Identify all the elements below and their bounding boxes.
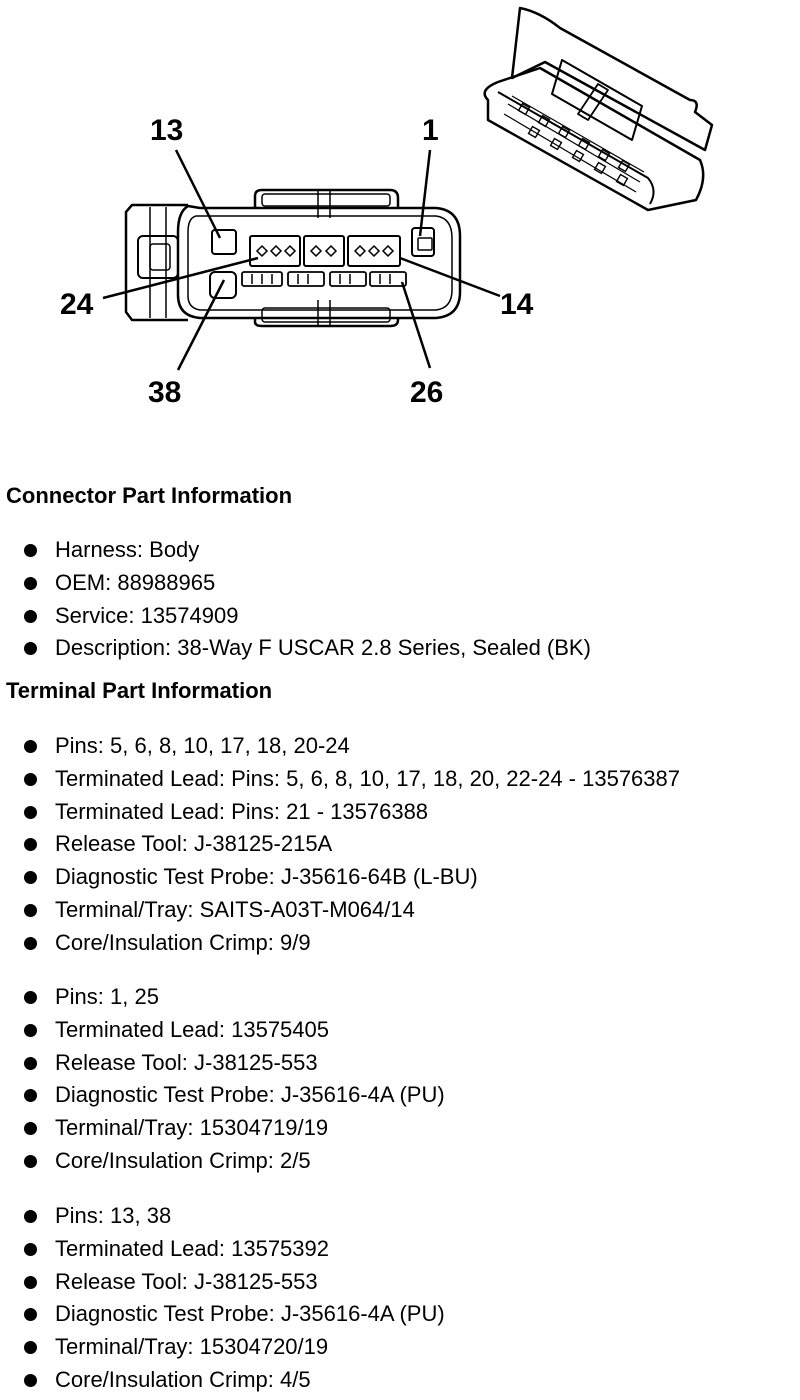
leader-lines — [102, 149, 501, 371]
bullet-icon — [24, 1341, 37, 1355]
list-item-text: Diagnostic Test Probe: J-35616-64B (L-BU… — [55, 864, 478, 890]
bullet-icon — [24, 838, 37, 852]
connector-diagram: 13 1 24 14 38 26 — [60, 6, 714, 409]
list-item-text: Harness: Body — [55, 537, 200, 562]
pin-14-callout: 14 — [500, 288, 534, 321]
list-item-text: Release Tool: J-38125-215A — [55, 831, 333, 857]
list-item-text: Diagnostic Test Probe: J-35616-4A (PU) — [55, 1301, 445, 1327]
bullet-icon — [24, 1089, 37, 1103]
bullet-icon — [24, 544, 37, 557]
isometric-cavities — [517, 102, 631, 187]
pin-24-callout: 24 — [60, 288, 94, 321]
connector-face-view — [124, 188, 462, 328]
list-item-text: Service: 13574909 — [55, 602, 239, 628]
bullet-icon — [24, 609, 37, 623]
cavity-diamonds — [255, 244, 395, 258]
list-item-text: Terminated Lead: Pins: 5, 6, 8, 10, 17, … — [55, 765, 680, 791]
connector-part-info-heading: Connector Part Information — [6, 483, 293, 508]
bullet-icon — [24, 1373, 37, 1387]
list-item-text: OEM: 88988965 — [55, 569, 216, 595]
bullet-icon — [24, 991, 37, 1004]
bullet-icon — [24, 903, 37, 917]
bullet-icon — [24, 936, 37, 950]
list-item-text: Terminal/Tray: 15304719/19 — [55, 1115, 329, 1141]
pin-1-callout: 1 — [422, 114, 439, 147]
list-item-text: Pins: 1, 25 — [55, 984, 159, 1009]
bullet-icon — [24, 740, 37, 753]
bullet-icon — [24, 1275, 37, 1289]
list-item-text: Release Tool: J-38125-553 — [55, 1049, 318, 1075]
bullet-icon — [24, 1056, 37, 1070]
list-item-text: Terminal/Tray: 15304720/19 — [55, 1334, 329, 1360]
list-item-text: Pins: 13, 38 — [55, 1203, 172, 1228]
terminal-part-info-heading: Terminal Part Information — [6, 678, 273, 703]
bullet-icon — [24, 1242, 37, 1256]
bullet-icon — [24, 642, 37, 656]
list-item-text: Release Tool: J-38125-553 — [55, 1268, 318, 1294]
list-item-text: Terminated Lead: 13575392 — [55, 1235, 329, 1261]
list-item-text: Terminated Lead: Pins: 21 - 13576388 — [55, 798, 429, 824]
bullet-icon — [24, 772, 37, 786]
pin-26-callout: 26 — [410, 376, 443, 409]
bullet-icon — [24, 1308, 37, 1322]
list-item-text: Core/Insulation Crimp: 4/5 — [55, 1366, 311, 1392]
list-item-text: Diagnostic Test Probe: J-35616-4A (PU) — [55, 1082, 445, 1108]
bottom-cavity-marks — [251, 274, 391, 284]
pin-13-callout: 13 — [150, 114, 183, 147]
list-item-text: Core/Insulation Crimp: 2/5 — [55, 1147, 311, 1173]
bullet-icon — [24, 871, 37, 885]
list-item-text: Core/Insulation Crimp: 9/9 — [55, 929, 311, 955]
bullet-icon — [24, 1023, 37, 1037]
list-item-text: Terminal/Tray: SAITS-A03T-M064/14 — [55, 896, 415, 922]
bullet-icon — [24, 1154, 37, 1168]
bullet-icon — [24, 805, 37, 819]
list-item-text: Description: 38-Way F USCAR 2.8 Series, … — [55, 635, 591, 661]
bullet-icon — [24, 576, 37, 590]
list-item-text: Terminated Lead: 13575405 — [55, 1016, 329, 1042]
pin-38-callout: 38 — [148, 376, 181, 409]
list-item-text: Pins: 5, 6, 8, 10, 17, 18, 20-24 — [55, 733, 350, 758]
bullet-icon — [24, 1122, 37, 1136]
bullet-icon — [24, 1210, 37, 1223]
connector-isometric-view — [483, 6, 714, 212]
